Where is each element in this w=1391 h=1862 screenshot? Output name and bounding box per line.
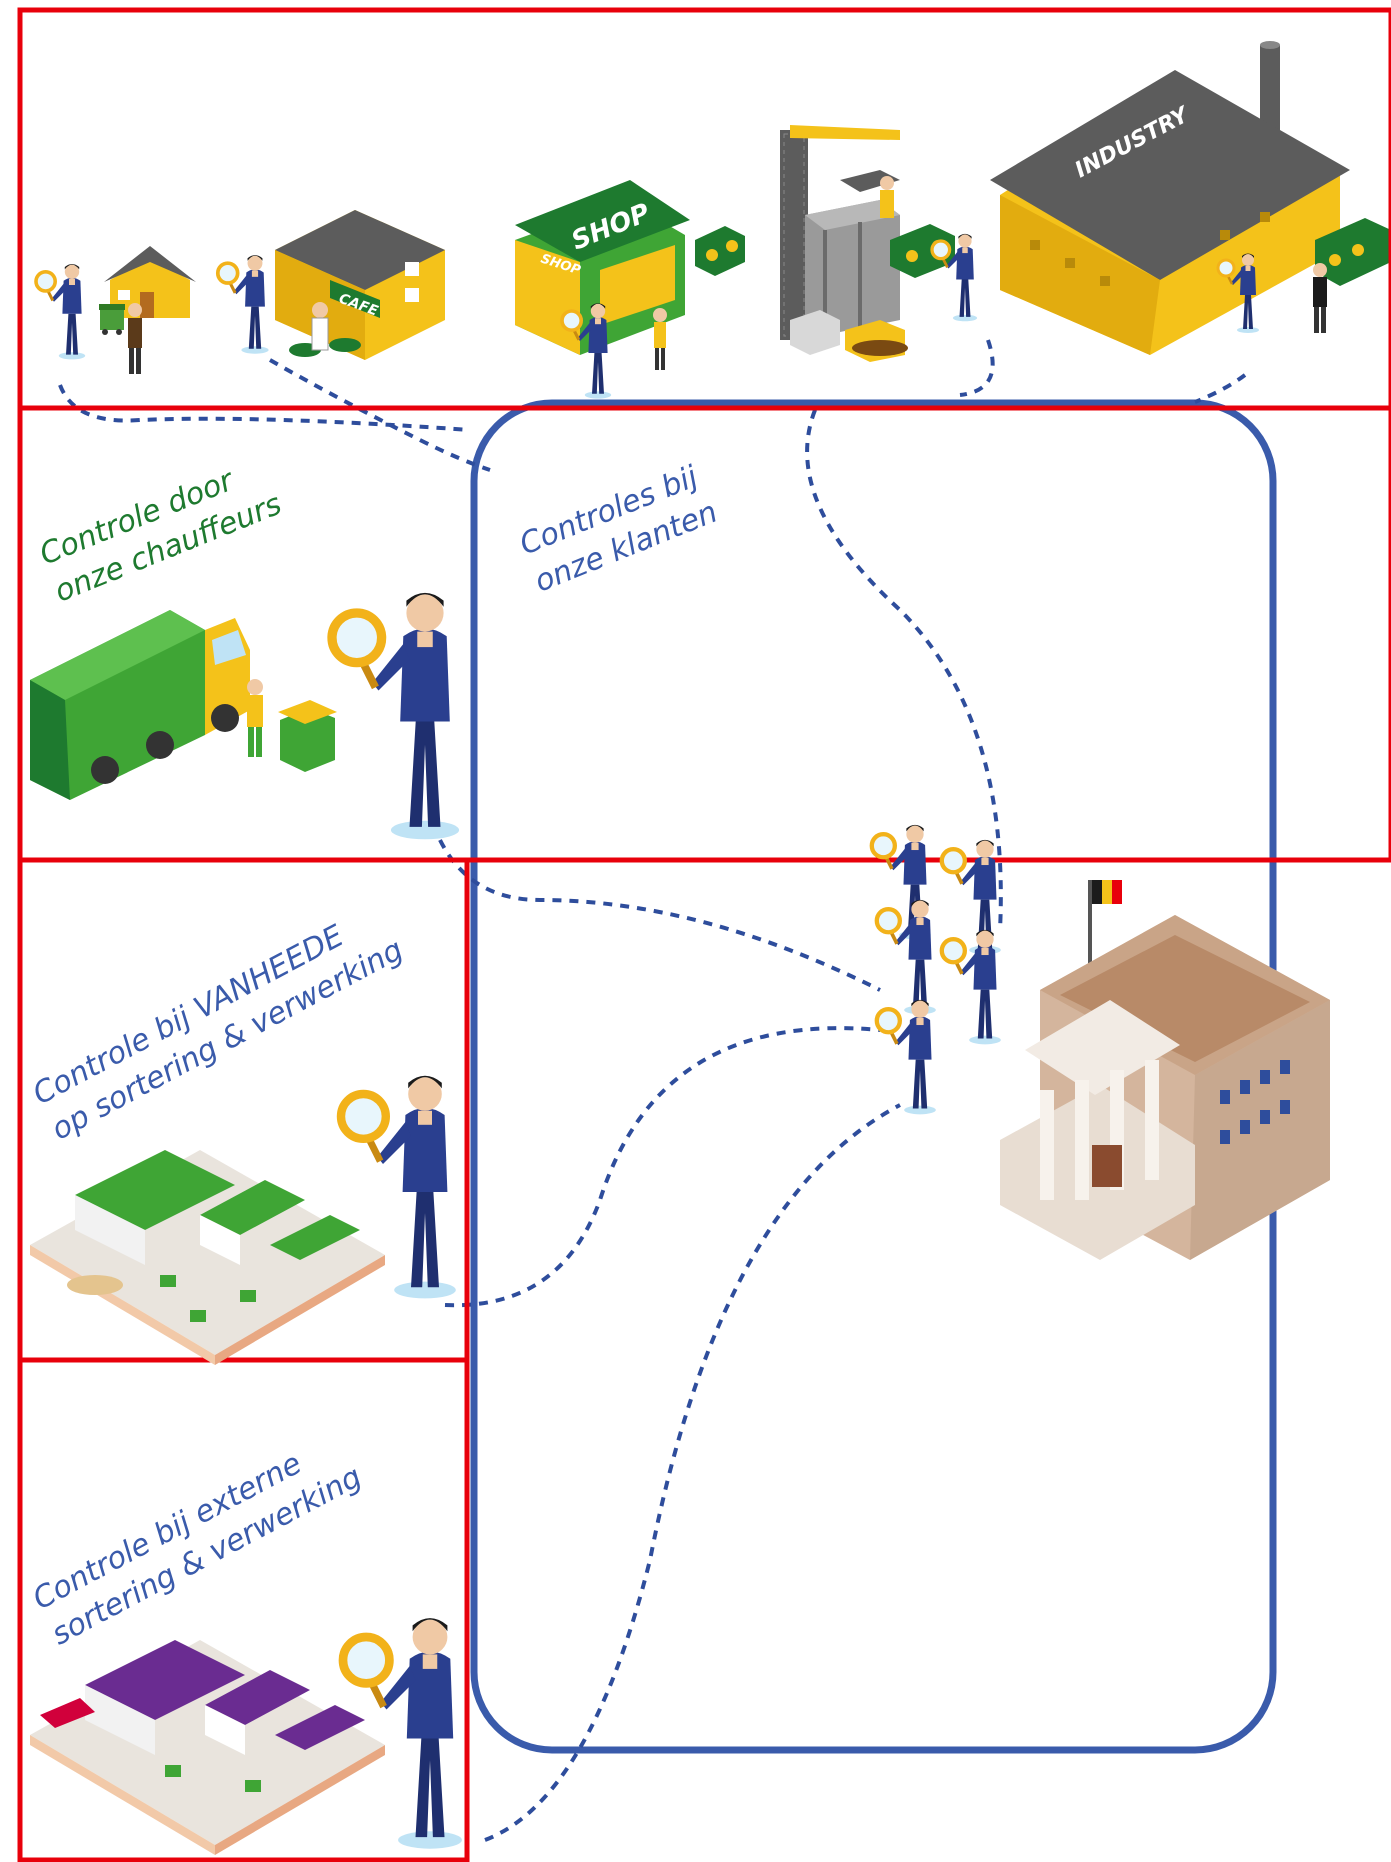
inspector-group-icon [872, 825, 1001, 1114]
industry-worker-icon [1313, 263, 1327, 333]
svg-text:Controle door onze chauf: Controle door onze chauffeurs [35, 450, 287, 610]
container-stack-icon [695, 226, 745, 276]
industry-building-icon: INDUSTRY [990, 41, 1350, 355]
cafe-terrace-icon [289, 302, 361, 357]
svg-text:Controle bij externe sor: Controle bij externe sortering & verwerk… [27, 1424, 367, 1652]
garbage-truck-icon [30, 610, 250, 800]
shop-client-icon [653, 308, 667, 370]
vanheede-facility-icon [30, 1150, 385, 1365]
sources-panel: CAFE SHOP SHOP [34, 41, 1391, 401]
path-external [484, 1103, 901, 1842]
drivers-panel: Controle door onze chauffeurs [30, 450, 459, 840]
external-panel-border [17, 1357, 470, 1862]
path-construction [959, 339, 995, 397]
driver-worker-icon [247, 679, 263, 757]
path-vanheede [444, 1026, 881, 1308]
cafe-building-icon: CAFE [275, 210, 445, 360]
svg-text:Controles bij onze klanten: Controles bij onze klanten [515, 456, 727, 600]
inspector-drivers-icon [332, 593, 459, 839]
person-icon [128, 303, 142, 374]
container-bin-icon [278, 700, 337, 772]
inspector-cafe-icon [215, 253, 271, 356]
external-panel: Controle bij externe sortering & verwerk… [27, 1424, 462, 1855]
external-facility-icon [30, 1640, 385, 1855]
path-house [58, 384, 471, 432]
panel-borders [17, 7, 1391, 1862]
shop-building-icon: SHOP SHOP [515, 180, 690, 355]
path-drivers [438, 839, 881, 992]
government-building-icon [1000, 880, 1330, 1260]
control-paths [58, 339, 1247, 1842]
container-stack-3-icon [1315, 218, 1391, 286]
path-industry [1194, 373, 1247, 404]
vanheede-panel: Controle bij VANHEEDE op sortering & ver… [27, 919, 455, 1365]
path-cafe [269, 358, 491, 472]
waste-bin-icon [99, 304, 125, 335]
house-icon [104, 246, 196, 318]
construction-site-icon [780, 125, 908, 362]
inspector-icon [34, 262, 88, 362]
path-clients [805, 409, 1003, 931]
